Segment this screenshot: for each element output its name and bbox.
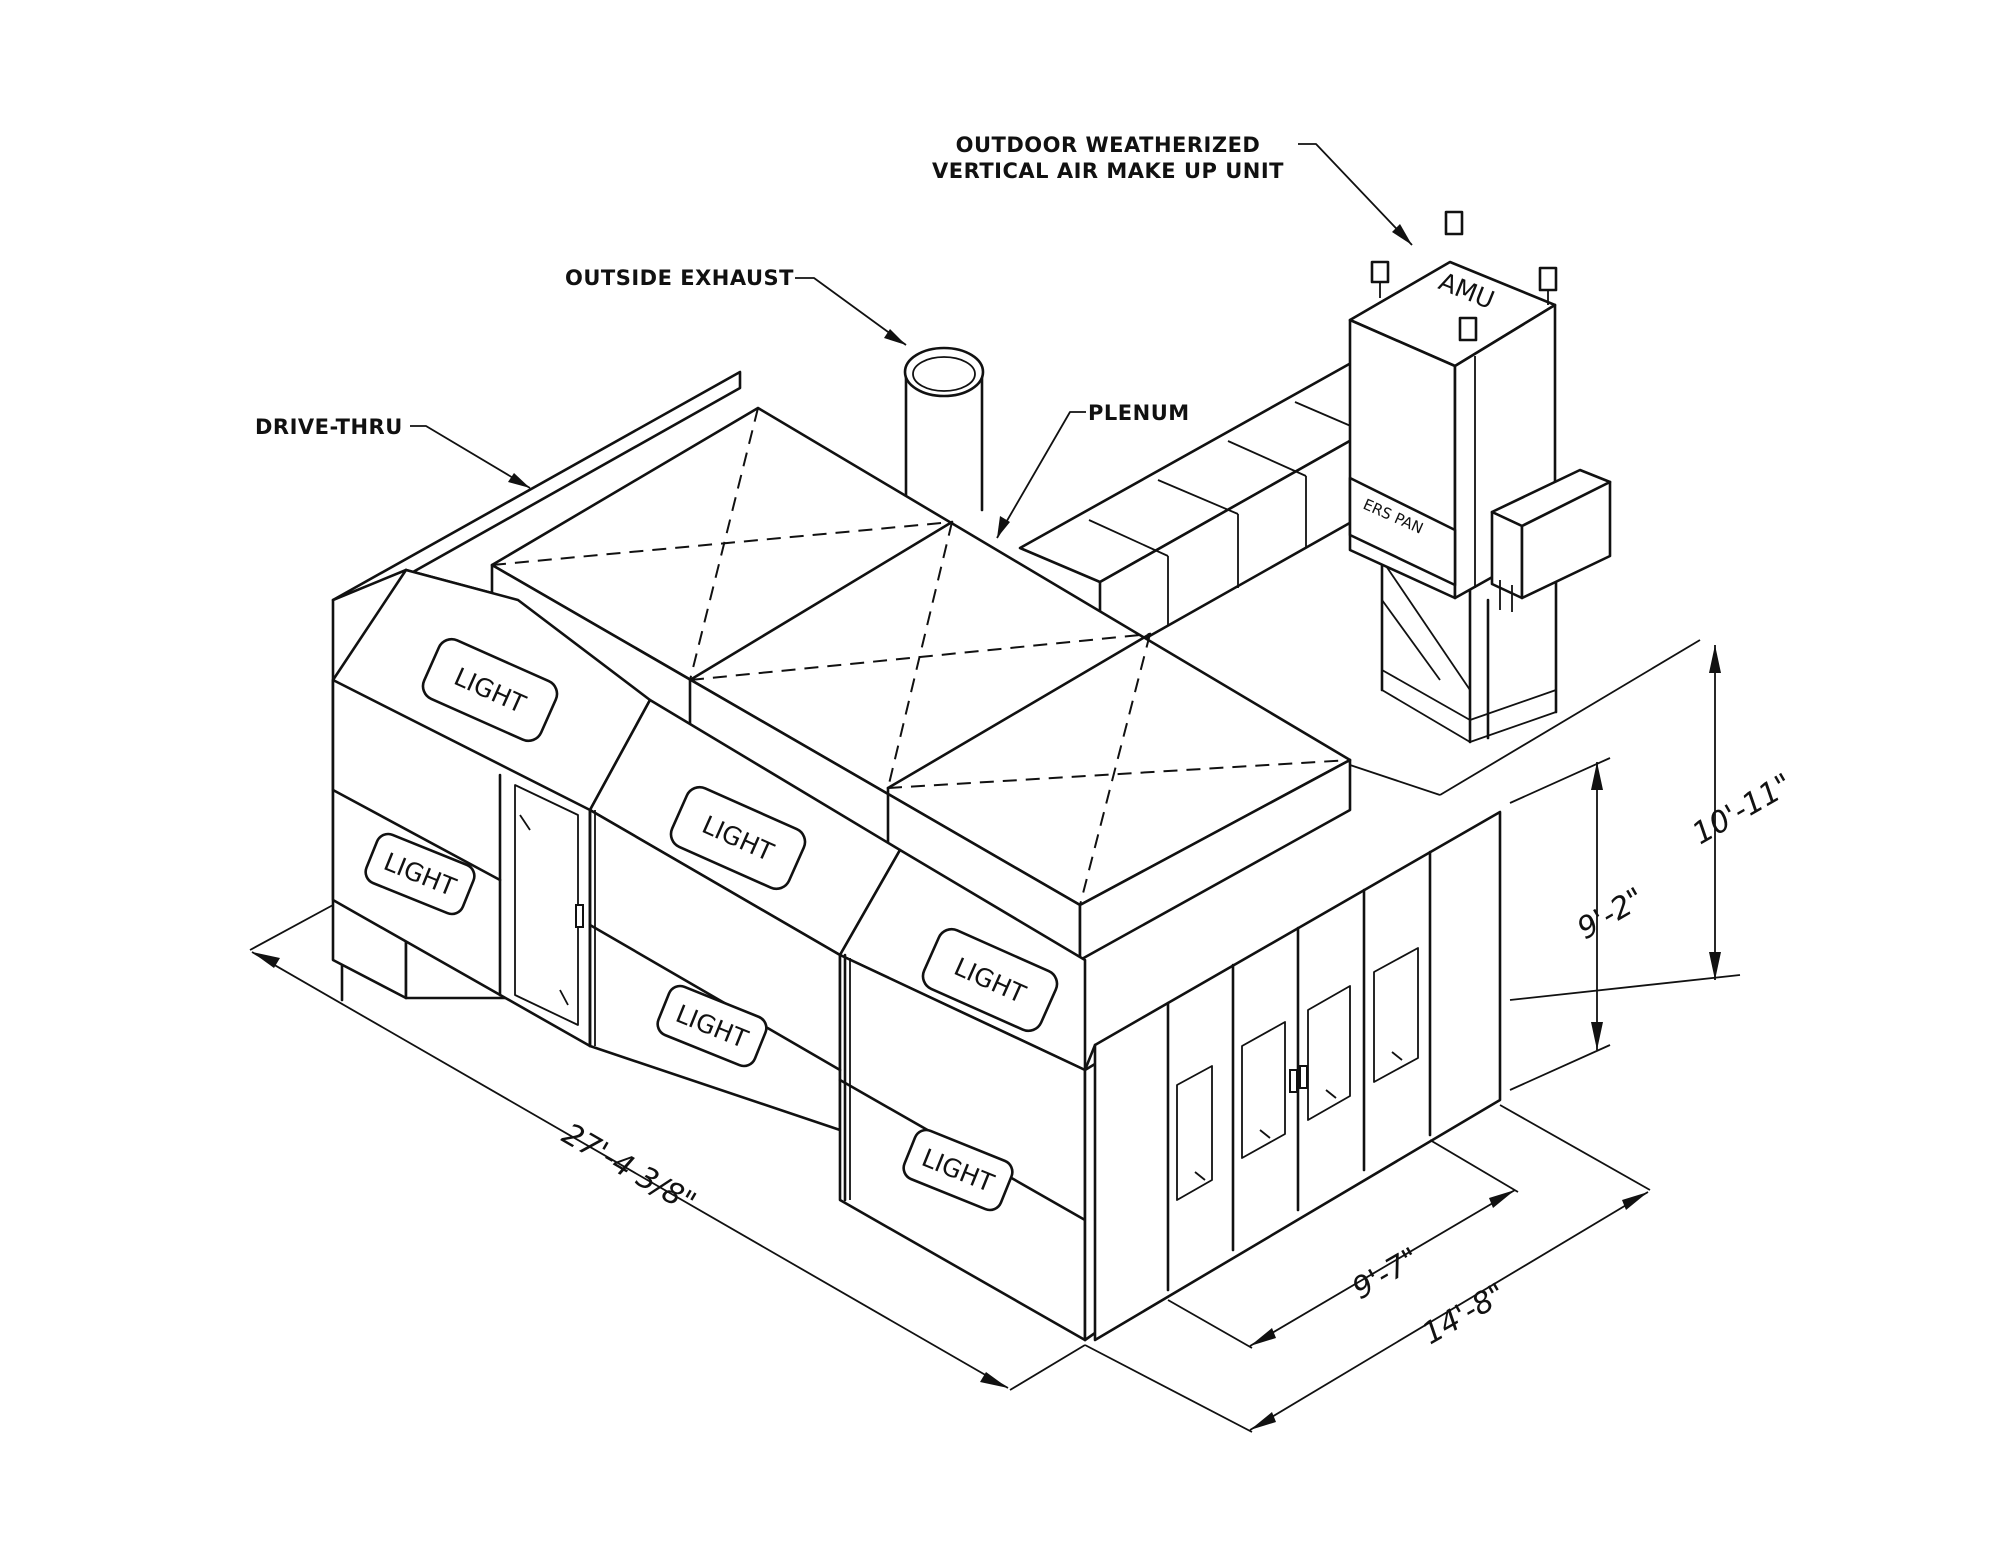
callout-leaders: [410, 143, 1413, 539]
callout-amu-line2: VERTICAL AIR MAKE UP UNIT: [932, 159, 1284, 183]
light-sign-5: LIGHT: [921, 927, 1059, 1033]
dim-overall-width: 14'-8": [1417, 1277, 1513, 1352]
dim-wall-height: 9'-2": [1572, 881, 1651, 947]
light-sign-3: LIGHT: [669, 785, 807, 891]
booth-front-end: [1083, 810, 1502, 1342]
dim-length: 27'-4 3/8": [556, 1117, 702, 1221]
dimension-lines: [249, 639, 1741, 1433]
air-make-up-unit: AMU ERS PAN: [1348, 210, 1612, 744]
light-signs: LIGHT LIGHT LIGHT LIGHT LIGHT LIGHT: [364, 637, 1059, 1212]
plenum-roof: [490, 406, 1352, 962]
callout-plenum: PLENUM: [1088, 401, 1190, 425]
callout-amu-line1: OUTDOOR WEATHERIZED: [956, 133, 1261, 157]
light-sign-1: LIGHT: [421, 637, 559, 743]
callout-exhaust: OUTSIDE EXHAUST: [565, 266, 794, 290]
callout-drive-thru: DRIVE-THRU: [255, 415, 403, 439]
dim-door-width: 9'-7": [1347, 1241, 1426, 1307]
dim-overall-height: 10'-11": [1687, 767, 1799, 852]
light-sign-4: LIGHT: [656, 984, 768, 1068]
